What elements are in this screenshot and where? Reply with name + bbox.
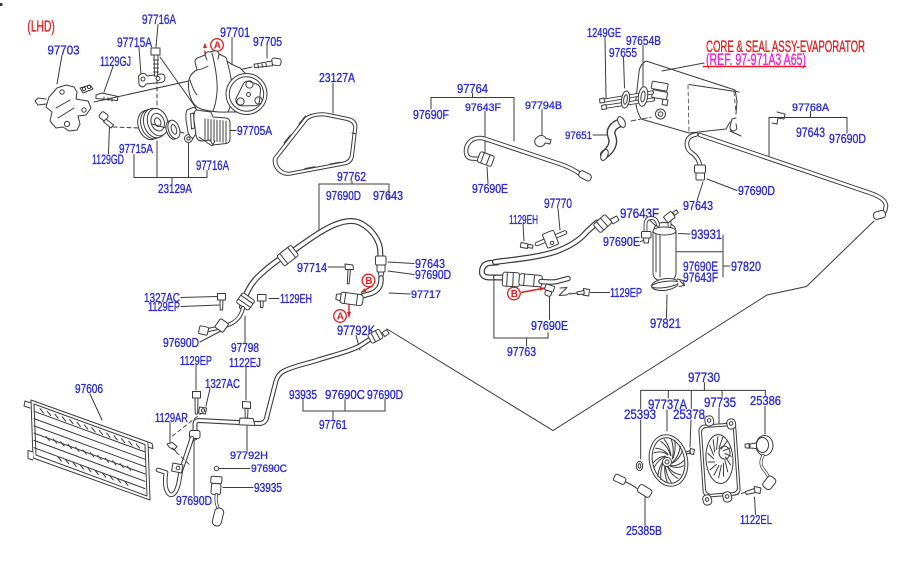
svg-text:97690D: 97690D [415,268,451,282]
svg-text:97737A: 97737A [648,396,688,412]
svg-text:25378: 25378 [673,406,705,422]
svg-text:97643: 97643 [683,199,713,213]
svg-text:97654B: 97654B [626,34,661,48]
svg-text:97794B: 97794B [525,100,562,112]
svg-text:25385B: 25385B [626,524,662,538]
svg-text:25393: 25393 [624,406,656,422]
svg-text:97643: 97643 [796,124,825,140]
svg-text:97705: 97705 [253,35,282,49]
svg-text:A: A [337,312,344,323]
svg-text:97717: 97717 [411,289,441,301]
svg-text:CORE & SEAL ASSY-EVAPORATOR: CORE & SEAL ASSY-EVAPORATOR [706,37,865,56]
svg-text:97643: 97643 [415,257,445,271]
svg-text:97763: 97763 [507,345,536,359]
svg-text:97690D: 97690D [829,132,866,146]
svg-text:1129EP: 1129EP [148,300,180,314]
svg-text:(REF. 97-971A3 A65): (REF. 97-971A3 A65) [706,50,806,69]
svg-text:97690E: 97690E [531,319,568,333]
svg-text:93935: 93935 [289,388,317,402]
svg-text:25386: 25386 [750,394,781,408]
svg-text:97690C: 97690C [251,463,287,475]
svg-text:97651: 97651 [565,130,592,142]
svg-text:97735: 97735 [704,394,736,410]
svg-text:97690D: 97690D [326,189,361,203]
svg-text:97821: 97821 [650,315,681,331]
svg-text:1129AR: 1129AR [155,411,188,425]
svg-text:97643F: 97643F [683,269,718,285]
svg-text:97764: 97764 [457,82,488,96]
svg-text:B: B [365,276,372,287]
svg-text:23129A: 23129A [158,182,193,196]
svg-text:1129EP: 1129EP [180,354,212,368]
svg-text:97703: 97703 [48,43,80,58]
svg-text:97820: 97820 [731,258,761,274]
svg-text:97730: 97730 [688,369,720,385]
svg-text:97701: 97701 [220,24,250,40]
svg-text:97762: 97762 [337,170,366,184]
svg-text:97690E: 97690E [683,258,718,274]
svg-text:97792K: 97792K [337,322,376,338]
svg-text:97643: 97643 [373,189,403,203]
svg-text:97715A: 97715A [119,142,154,156]
svg-text:1129GD: 1129GD [92,151,124,167]
svg-text:97768A: 97768A [792,102,830,114]
svg-text:97690E: 97690E [472,182,508,196]
svg-text:1129EP: 1129EP [610,286,642,300]
svg-text:1122EJ: 1122EJ [229,356,261,370]
svg-text:97690D: 97690D [367,388,403,402]
svg-text:A: A [214,41,221,52]
svg-text:97798: 97798 [231,341,259,355]
svg-text:97643F: 97643F [465,102,501,114]
svg-text:1327AC: 1327AC [205,377,240,391]
svg-text:97714: 97714 [297,261,327,275]
svg-text:(LHD): (LHD) [27,18,54,35]
svg-text:1122EL: 1122EL [740,513,772,527]
svg-text:1249GE: 1249GE [587,26,621,40]
svg-text:97690F: 97690F [413,108,449,122]
svg-text:B: B [511,289,518,300]
svg-text:93931: 93931 [691,226,722,242]
svg-text:1129EH: 1129EH [280,292,312,306]
svg-text:97715A: 97715A [117,34,153,50]
svg-text:97761: 97761 [319,418,347,432]
svg-text:1327AC: 1327AC [144,291,180,305]
svg-text:97690D: 97690D [738,184,775,198]
svg-text:97690D: 97690D [163,336,199,350]
svg-text:97606: 97606 [75,382,103,396]
svg-text:97792H: 97792H [230,450,268,462]
svg-text:1129GJ: 1129GJ [100,53,131,69]
svg-text:97716A: 97716A [142,11,177,27]
svg-text:97705A: 97705A [237,124,273,138]
svg-text:93935: 93935 [254,481,282,495]
svg-text:97770: 97770 [544,195,572,211]
svg-text:97716A: 97716A [196,157,229,173]
svg-text:97690E: 97690E [603,235,640,249]
svg-text:1129EH: 1129EH [509,213,538,227]
svg-text:97690D: 97690D [176,494,212,508]
svg-text:23127A: 23127A [319,71,356,85]
svg-text:97690C: 97690C [325,388,365,402]
svg-text:97655: 97655 [609,46,637,60]
